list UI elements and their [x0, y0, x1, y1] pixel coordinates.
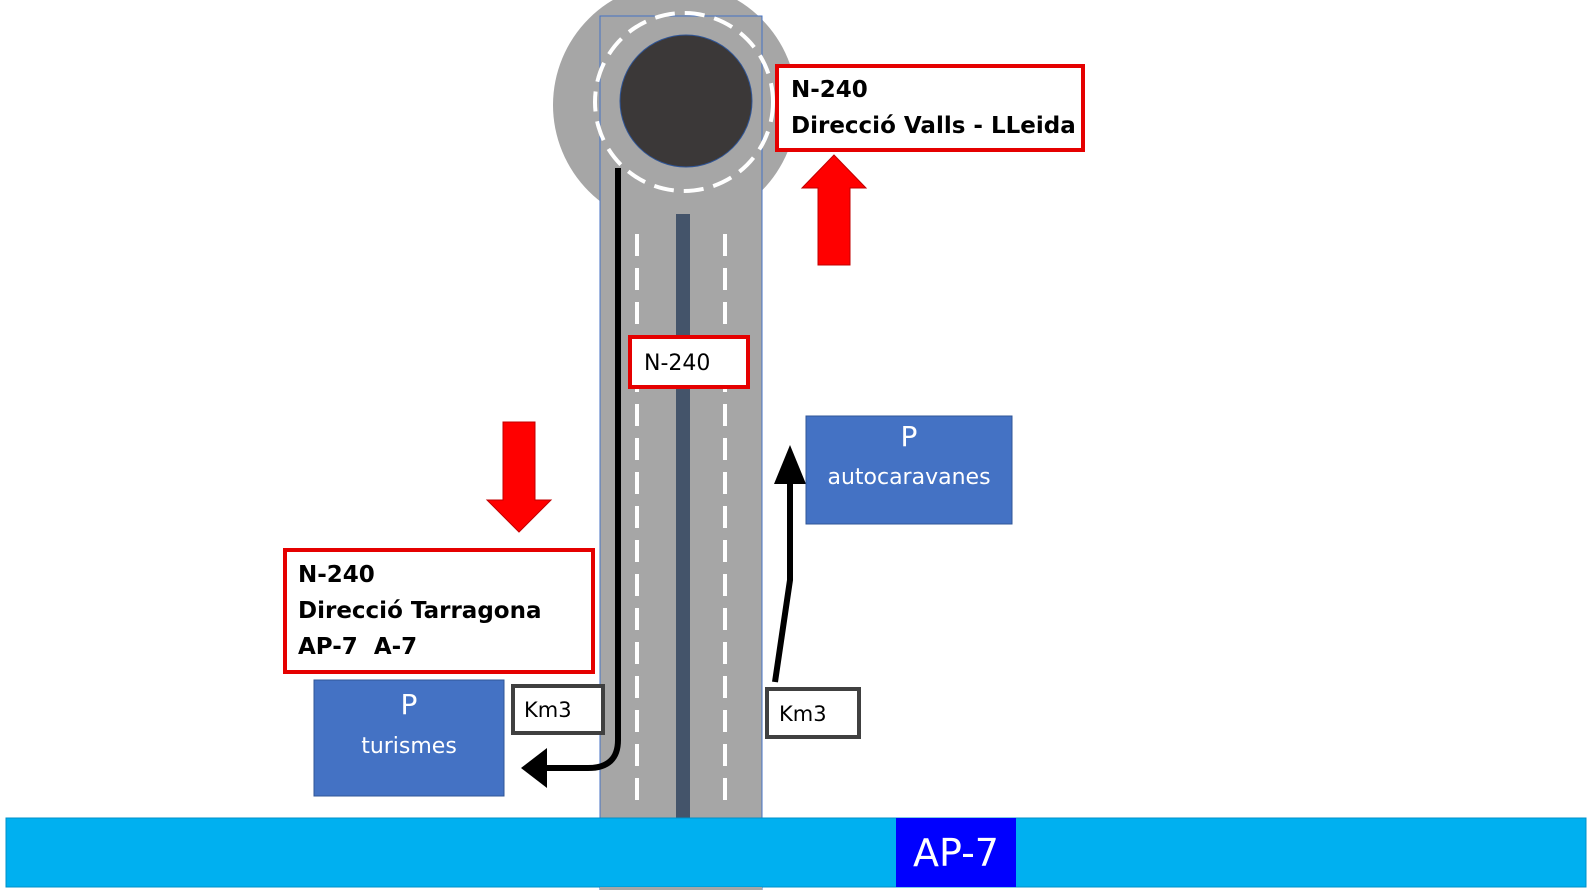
road-sign-south: N-240 Direcció Tarragona AP-7 A-7	[283, 548, 595, 674]
roundabout-island	[619, 34, 753, 168]
road-sign-north-direction: Direcció Valls - LLeida	[791, 113, 1076, 139]
route-arrow-head-right	[774, 445, 806, 484]
road-median	[676, 214, 690, 890]
road-label-center: N-240	[628, 335, 750, 389]
route-arrow-to-turismes	[545, 168, 621, 771]
route-arrow-to-autocaravanes	[772, 475, 793, 683]
km-marker-right: Km3	[765, 687, 861, 739]
parking-autocaravanes-symbol: P	[901, 420, 918, 453]
roundabout-lane-marking	[593, 11, 775, 193]
parking-autocaravanes-label: autocaravanes	[827, 465, 990, 490]
km-marker-right-text: Km3	[779, 702, 827, 726]
road-continuation	[600, 887, 762, 890]
road-sign-south-highways: AP-7 A-7	[298, 634, 417, 660]
parking-autocaravanes: P autocaravanes	[805, 415, 1013, 525]
direction-arrow-down	[485, 421, 553, 533]
direction-arrow-up	[800, 154, 868, 266]
road-sign-south-direction: Direcció Tarragona	[298, 598, 542, 624]
road-sign-north-road: N-240	[791, 77, 868, 103]
parking-turismes: P turismes	[313, 679, 505, 797]
highway-label: AP-7	[913, 831, 999, 875]
route-arrow-head-left	[521, 748, 547, 788]
road-sign-north: N-240 Direcció Valls - LLeida	[775, 64, 1085, 152]
km-marker-left-text: Km3	[524, 698, 572, 722]
km-marker-left: Km3	[511, 684, 605, 735]
road-sign-south-road: N-240	[298, 562, 375, 588]
parking-turismes-symbol: P	[401, 688, 418, 721]
highway-label-box	[896, 818, 1016, 887]
highway-band	[5, 817, 1587, 888]
road-label-center-text: N-240	[644, 351, 710, 376]
parking-turismes-label: turismes	[361, 734, 457, 759]
